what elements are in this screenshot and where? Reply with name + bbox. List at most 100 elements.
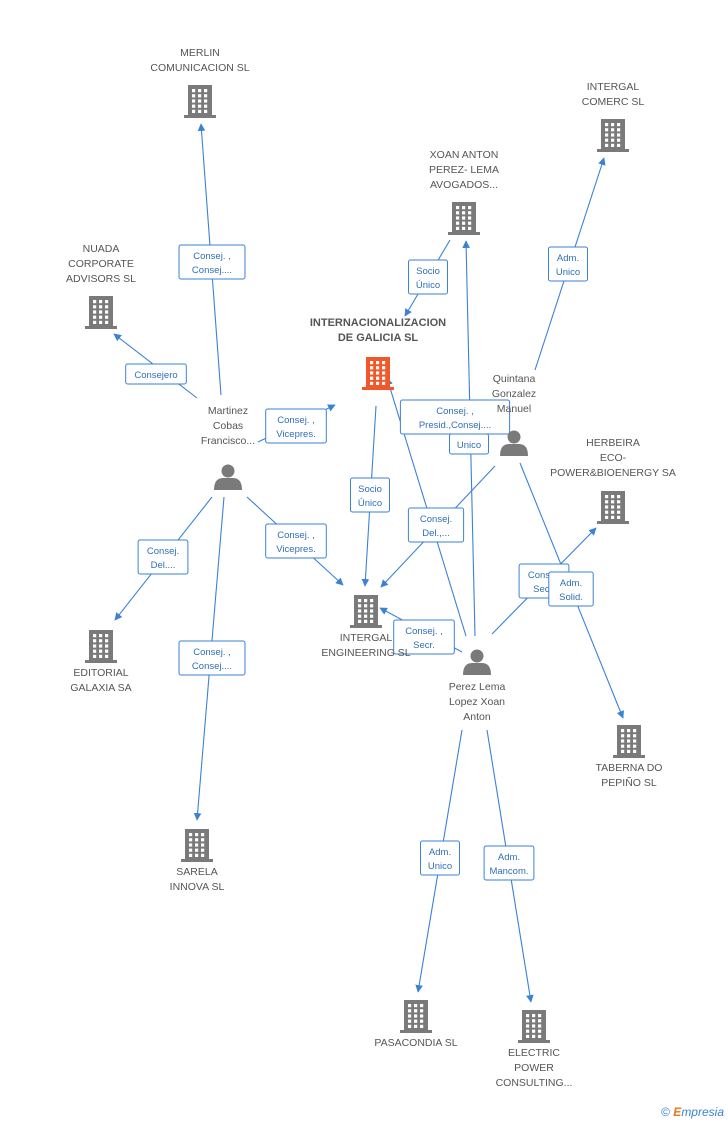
node-label: TABERNA DO xyxy=(596,762,663,774)
node-label: Francisco... xyxy=(201,435,255,447)
building-icon xyxy=(85,296,117,329)
edge-label-text: Consej. , xyxy=(193,251,231,262)
node-label: AVOGADOS... xyxy=(430,179,498,191)
edge-label-text: Unico xyxy=(428,861,452,872)
edge-label-text: Socio xyxy=(358,484,382,495)
edge-label-text: Consej. , xyxy=(193,647,231,658)
edge-label-text: Socio xyxy=(416,266,440,277)
node-label: Anton xyxy=(463,711,491,723)
building-icon xyxy=(350,595,382,628)
edge-label-perez-lema-to-pasacondia[interactable]: Adm. Unico xyxy=(420,840,460,876)
node-label: Cobas xyxy=(213,420,243,432)
empresia-brand: © Empresia xyxy=(661,1105,724,1119)
node-label: XOAN ANTON xyxy=(430,149,499,161)
edge-label-quintana-to-intergal-engineering[interactable]: Consej.Del.,... xyxy=(407,507,465,543)
node-label: COMERC SL xyxy=(582,96,645,108)
edge-label-text: Consej. , xyxy=(405,626,443,637)
node-label: GALAXIA SA xyxy=(70,682,131,694)
edge-label-box xyxy=(548,246,588,282)
node-label: Lopez Xoan xyxy=(449,696,505,708)
edge-label-text: Adm. xyxy=(429,847,451,858)
node-pasacondia[interactable]: PASACONDIA SL xyxy=(374,1000,458,1049)
node-label: EDITORIAL xyxy=(73,667,128,679)
building-icon xyxy=(184,85,216,118)
building-icon xyxy=(362,357,394,390)
edge-label-box xyxy=(393,619,455,655)
edge-label-quintana-to-taberna[interactable]: Adm.Solid. xyxy=(548,571,594,607)
edge-label-box xyxy=(420,840,460,876)
node-label: POWER&BIOENERGY SA xyxy=(550,467,676,479)
edge-label-box xyxy=(125,363,187,385)
edge-label-box xyxy=(137,539,189,575)
node-label: INTERNACIONALIZACION xyxy=(310,317,446,329)
node-label: NUADA xyxy=(83,243,120,255)
edge-label-text: Consej. , xyxy=(436,406,474,417)
edge-label-text: Adm. xyxy=(560,578,582,589)
edge-label-text: Vicepres. xyxy=(276,544,315,555)
edge-label-martinez-to-internacionalizacion[interactable]: Consej. ,Vicepres. xyxy=(265,408,327,444)
edge-label-text: Consej.... xyxy=(192,661,232,672)
node-label: ENGINEERING SL xyxy=(321,647,410,659)
building-icon xyxy=(448,202,480,235)
edge-label-box xyxy=(407,507,465,543)
node-label: ELECTRIC xyxy=(508,1047,560,1059)
edge-label-box xyxy=(548,571,594,607)
edge-label-martinez-to-sarela[interactable]: Consej. , Consej.... xyxy=(178,640,246,676)
edge-label-text: Secr. xyxy=(533,584,555,595)
edge-label-box xyxy=(350,477,390,513)
building-icon xyxy=(181,829,213,862)
building-icon xyxy=(85,630,117,663)
edge-label-quintana-to-intergal-comerc[interactable]: Adm. Unico xyxy=(548,246,588,282)
edge-label-perez-lema-to-xoan-anton-perez[interactable]: Unico xyxy=(449,433,489,455)
edge-label-martinez-to-merlin[interactable]: Consej. ,Consej.... xyxy=(178,244,246,280)
edge-label-text: Consej. , xyxy=(277,530,315,541)
edge-label-text: Unico xyxy=(556,267,580,278)
copyright-symbol: © xyxy=(661,1105,670,1119)
node-nuada[interactable]: NUADA CORPORATE ADVISORS SL xyxy=(66,243,136,329)
edge-label-box xyxy=(408,259,448,295)
edge-label-text: Único xyxy=(358,498,382,509)
edge-label-martinez-to-nuada[interactable]: Consejero xyxy=(125,363,187,385)
node-electric-power[interactable]: ELECTRICPOWERCONSULTING... xyxy=(496,1010,573,1089)
edge-label-text: Del.,... xyxy=(422,528,449,539)
building-icon xyxy=(518,1010,550,1043)
edge-label-text: Consej. xyxy=(528,570,560,581)
person-icon xyxy=(463,649,491,675)
edge-label-text: Consej. , xyxy=(277,415,315,426)
edge-label-box xyxy=(265,523,327,559)
node-martinez[interactable]: MartinezCobasFrancisco... xyxy=(201,405,255,490)
edge-label-martinez-to-editorial-galaxia[interactable]: Consej.Del.... xyxy=(137,539,189,575)
edge-label-box xyxy=(178,244,246,280)
node-label: CORPORATE xyxy=(68,258,134,270)
node-label: ADVISORS SL xyxy=(66,273,136,285)
node-label: Quintana xyxy=(493,373,536,385)
brand-name: mpresia xyxy=(681,1105,724,1119)
building-icon xyxy=(613,725,645,758)
edge-label-text: Adm. xyxy=(557,253,579,264)
edge-label-text: Unico xyxy=(457,440,481,451)
edge-label-box xyxy=(449,433,489,455)
node-label: Gonzalez xyxy=(492,388,536,400)
node-label: Perez Lema xyxy=(449,681,506,693)
edge-label-perez-lema-to-intergal-engineering[interactable]: Consej. ,Secr. xyxy=(393,619,455,655)
edge-label-martinez-to-intergal-engineering[interactable]: Consej. , Vicepres. xyxy=(265,523,327,559)
node-editorial-galaxia[interactable]: EDITORIAL GALAXIA SA xyxy=(70,630,132,694)
node-label: CONSULTING... xyxy=(496,1077,573,1089)
edge-label-perez-lema-to-internacionalizacion[interactable]: Consej. ,Presid.,Consej.... xyxy=(399,399,511,435)
edge-label-perez-lema-to-electric-power[interactable]: Adm.Mancom. xyxy=(483,845,535,881)
edge-label-text: Adm. xyxy=(498,852,520,863)
node-label: COMUNICACION SL xyxy=(150,62,249,74)
